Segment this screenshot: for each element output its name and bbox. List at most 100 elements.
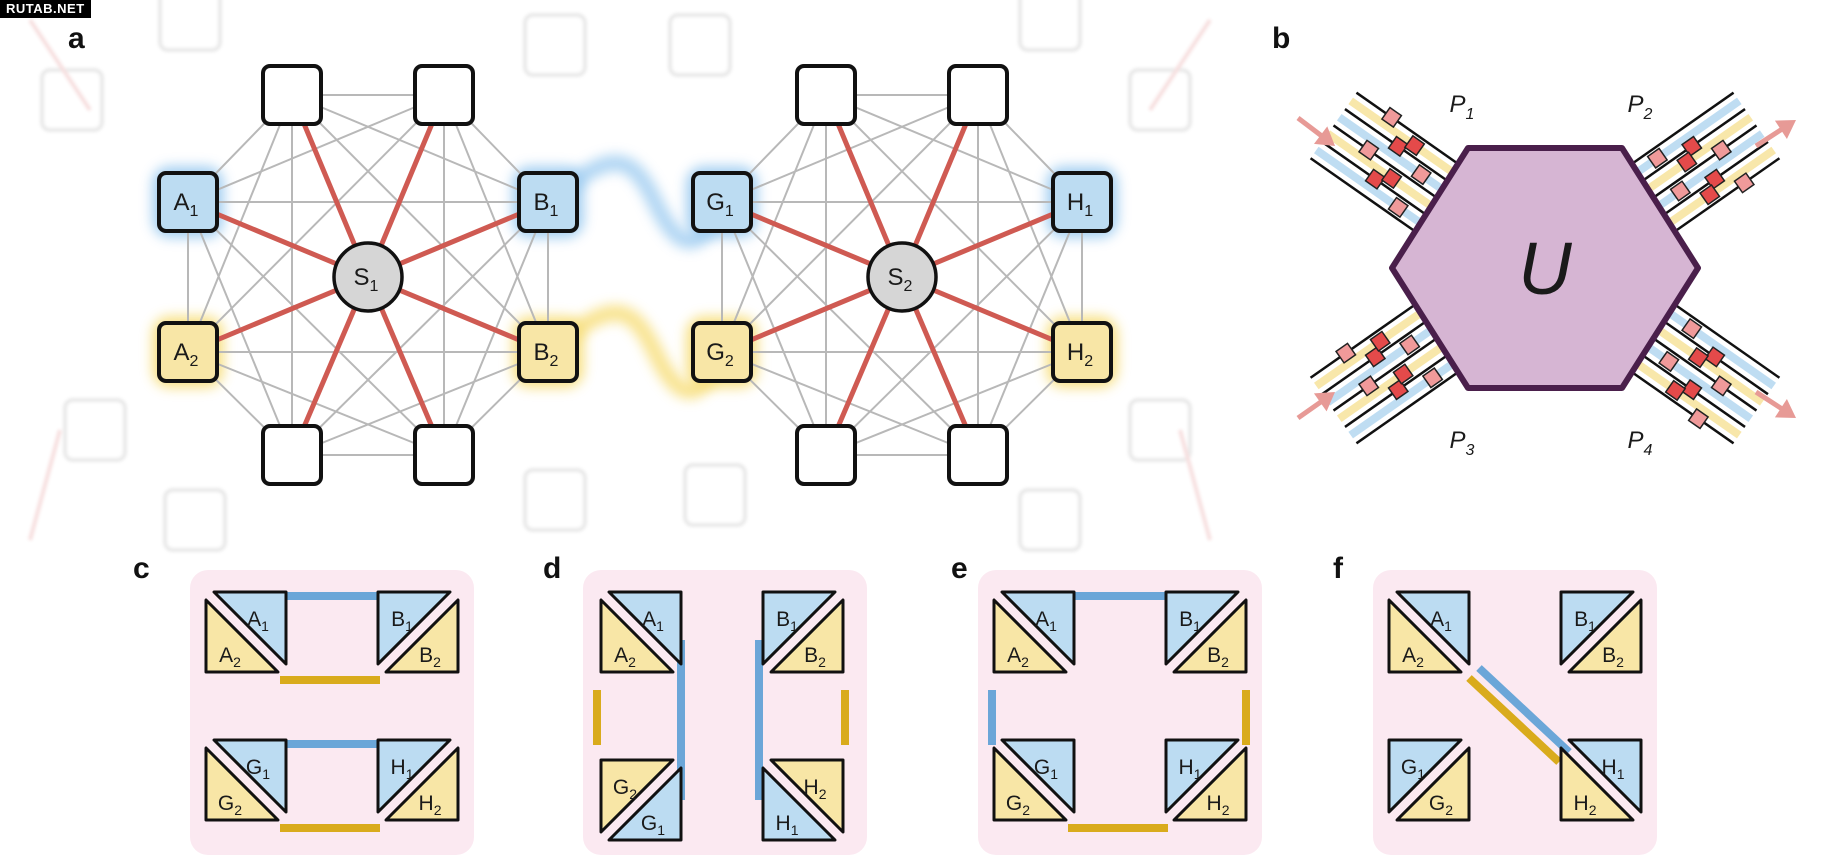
waveguide-bundle-4 xyxy=(1626,302,1781,445)
triangle-label-B2: B2 xyxy=(1207,644,1229,670)
node-B2 xyxy=(517,321,579,383)
triangle-G1 xyxy=(607,766,683,842)
faded-square xyxy=(1018,488,1082,552)
input-arrow-1-head xyxy=(1314,126,1335,146)
triangle-label-G1: G1 xyxy=(641,812,665,838)
entanglement-glow xyxy=(152,155,1118,399)
faded-square xyxy=(1018,0,1082,52)
phase-shifter xyxy=(1687,346,1710,369)
faded-square xyxy=(1128,398,1192,462)
triangle-label-G2: G2 xyxy=(1006,792,1030,818)
waveguide xyxy=(1325,130,1437,212)
node-label-B1: B1 xyxy=(534,189,559,220)
triangle-A1 xyxy=(607,590,683,666)
phase-shifter xyxy=(1646,147,1669,170)
phase-shifter xyxy=(1664,379,1687,402)
port-label-2: P2 xyxy=(1628,91,1653,123)
gray-edge xyxy=(721,201,979,456)
node-empty xyxy=(795,64,857,126)
node-label-G2: G2 xyxy=(706,339,734,370)
triangle-label-G1: G1 xyxy=(1034,756,1058,782)
gray-edges xyxy=(187,94,1083,456)
phase-shifter xyxy=(1669,180,1692,202)
phase-shifter xyxy=(1357,139,1380,161)
triangle-label-B1: B1 xyxy=(391,608,413,634)
node-label-A1: A1 xyxy=(174,189,199,220)
node-empty xyxy=(947,424,1009,486)
phase-shifter xyxy=(1380,106,1403,129)
output-arrow-2-head xyxy=(1774,398,1796,418)
triangle-label-H1: H1 xyxy=(391,756,414,782)
phase-shifter xyxy=(1387,378,1410,401)
faded-edge xyxy=(1178,429,1212,541)
triangle-label-B2: B2 xyxy=(1602,644,1624,670)
triangle-label-A1: A1 xyxy=(642,608,664,634)
panel-letter-c: c xyxy=(133,552,150,585)
phase-shifter xyxy=(1364,168,1387,190)
triangle-G1 xyxy=(1387,738,1463,814)
phase-shifter xyxy=(1680,378,1703,401)
triangle-label-G1: G1 xyxy=(246,756,270,782)
triangle-label-H2: H2 xyxy=(804,776,827,802)
triangle-A2 xyxy=(599,598,675,674)
triangle-label-B1: B1 xyxy=(1574,608,1596,634)
phase-shifter xyxy=(1703,168,1726,190)
panels-c-to-f: A1A2B1B2G1G2H1H2A1A2B1B2G2G1H2H1A1A2B1B2… xyxy=(190,570,1657,855)
faded-square xyxy=(1128,68,1192,132)
node-label-G1: G1 xyxy=(706,189,734,220)
waveguide xyxy=(1653,324,1765,406)
node-A2 xyxy=(157,321,219,383)
port-label-3: P3 xyxy=(1450,427,1475,459)
phase-shifter xyxy=(1380,167,1403,190)
waveguide xyxy=(1630,97,1742,179)
gray-edge xyxy=(187,201,445,456)
source-node xyxy=(332,241,404,313)
triangle-B2 xyxy=(769,598,845,674)
node-empty xyxy=(261,424,323,486)
waveguide xyxy=(1641,113,1754,196)
triangle-B1 xyxy=(1164,590,1240,666)
phase-shifter xyxy=(1680,135,1703,158)
port-label-1: P1 xyxy=(1450,91,1475,123)
panel-letter-e: e xyxy=(951,552,968,585)
triangle-H2 xyxy=(1172,746,1248,822)
output-arrow-1-head xyxy=(1774,120,1796,140)
panel-letter-b: b xyxy=(1272,22,1290,55)
triangle-A2 xyxy=(992,598,1068,674)
triangle-label-A1: A1 xyxy=(1035,608,1057,634)
waveguide xyxy=(1336,340,1449,423)
waveguide xyxy=(1626,367,1735,445)
faded-edge xyxy=(28,429,62,541)
triangle-label-H1: H1 xyxy=(1179,756,1202,782)
waveguide xyxy=(1664,308,1776,390)
triangle-label-A1: A1 xyxy=(1430,608,1452,634)
phase-shifter xyxy=(1703,346,1726,368)
triangle-G1 xyxy=(1000,738,1076,814)
triangle-B2 xyxy=(1172,598,1248,674)
node-label-A2: A2 xyxy=(174,339,199,370)
gray-edge xyxy=(825,94,1083,353)
faded-square xyxy=(683,463,747,527)
triangle-label-G1: G1 xyxy=(1401,756,1425,782)
waveguide xyxy=(1348,97,1460,179)
triangle-B1 xyxy=(376,590,452,666)
triangle-H2 xyxy=(384,746,460,822)
faded-edge xyxy=(28,18,92,112)
triangle-label-H2: H2 xyxy=(1574,792,1597,818)
triangle-G2 xyxy=(992,746,1068,822)
waveguide xyxy=(1649,124,1758,202)
gray-edge xyxy=(825,201,1083,456)
triangle-label-H1: H1 xyxy=(1602,756,1625,782)
faded-edge xyxy=(1148,18,1212,112)
